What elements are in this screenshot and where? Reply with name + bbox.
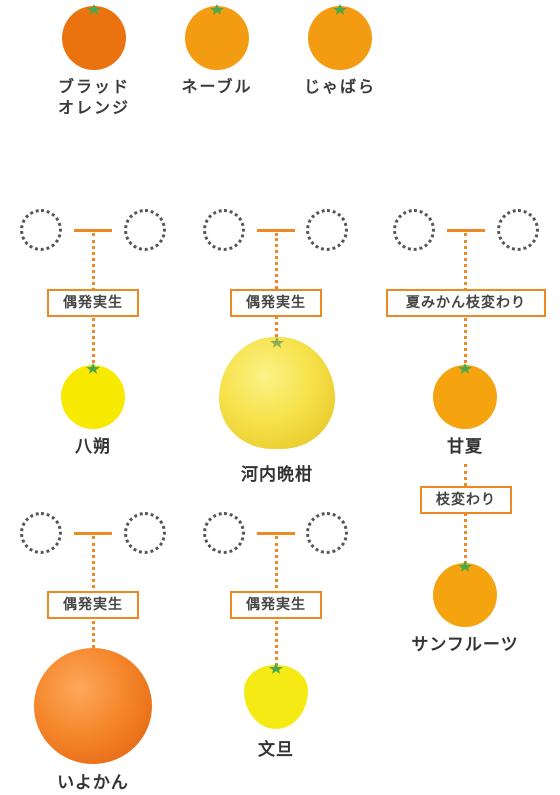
parent-connector: [257, 229, 295, 232]
unknown-parent-right: [124, 209, 166, 251]
hassaku-name: 八朔: [75, 437, 111, 457]
unknown-parent-left: [203, 512, 245, 554]
leaf-icon: [458, 363, 472, 374]
parent-connector: [74, 532, 112, 535]
relation-tag: 偶発実生: [230, 289, 322, 317]
leaf-icon: [210, 4, 224, 15]
unknown-parent-right: [306, 209, 348, 251]
parent-connector: [74, 229, 112, 232]
unknown-parent-right: [306, 512, 348, 554]
iyokan-photo: [34, 648, 152, 764]
lineage-line: [275, 233, 278, 343]
buntan-name: 文旦: [258, 740, 294, 760]
kawachi-bankan-photo: [219, 337, 335, 449]
lineage-line: [464, 464, 467, 564]
unknown-parent-left: [203, 209, 245, 251]
unknown-parent-right: [497, 209, 539, 251]
buntan-fruit: [244, 665, 308, 729]
kawachi-bankan-name: 河内晩柑: [241, 465, 313, 485]
leaf-icon: [269, 663, 283, 674]
sunfruits-fruit: [433, 563, 497, 627]
unknown-parent-right: [124, 512, 166, 554]
relation-tag: 偶発実生: [47, 591, 139, 619]
leaf-icon: [333, 4, 347, 15]
blood-orange-label: ブラッド オレンジ: [57, 77, 130, 117]
relation-tag: 夏みかん枝変わり: [386, 289, 546, 317]
unknown-parent-left: [20, 512, 62, 554]
sunfruits-name: サンフルーツ: [411, 635, 519, 655]
leaf-icon: [270, 337, 284, 348]
jabara-label: じゃばら: [303, 77, 376, 96]
amanatsu-fruit: [433, 365, 497, 429]
parent-connector: [447, 229, 485, 232]
leaf-icon: [87, 4, 101, 15]
unknown-parent-left: [393, 209, 435, 251]
navel-fruit: [185, 6, 249, 70]
relation-tag: 偶発実生: [47, 289, 139, 317]
relation-tag: 枝変わり: [420, 486, 512, 514]
amanatsu-name: 甘夏: [447, 437, 483, 457]
leaf-icon: [86, 363, 100, 374]
iyokan-name: いよかん: [57, 773, 129, 793]
leaf-icon: [458, 561, 472, 572]
blood-orange-fruit: [62, 6, 126, 70]
parent-connector: [257, 532, 295, 535]
unknown-parent-left: [20, 209, 62, 251]
navel-label: ネーブル: [181, 77, 253, 96]
relation-tag: 偶発実生: [230, 591, 322, 619]
jabara-fruit: [308, 6, 372, 70]
hassaku-fruit: [61, 365, 125, 429]
